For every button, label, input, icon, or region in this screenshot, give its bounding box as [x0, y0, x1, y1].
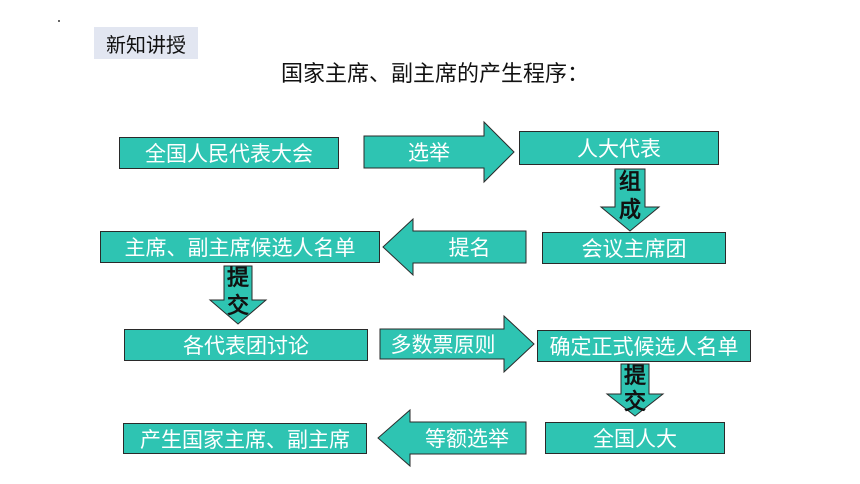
node-presidium: 会议主席团 — [542, 232, 726, 264]
arrow-nominate: 提名 — [382, 217, 527, 277]
page-title: 国家主席、副主席的产生程序： — [280, 62, 589, 87]
section-tag: 新知讲授 — [94, 27, 198, 59]
arrow-submit-b-label-2: 交 — [623, 390, 646, 415]
arrow-form — [599, 168, 661, 232]
arrow-submit-a — [208, 265, 268, 325]
arrow-submit-a-label-2: 交 — [226, 294, 249, 319]
arrow-form-label-1: 组 — [618, 170, 641, 195]
arrow-majority: 多数票原则 — [379, 314, 535, 374]
node-deputies: 人大代表 — [519, 131, 719, 165]
arrow-right-icon — [363, 120, 515, 184]
corner-dot — [58, 20, 60, 22]
arrow-down-icon — [208, 265, 268, 325]
arrow-majority-label: 多数票原则 — [390, 333, 496, 357]
arrow-equal-election-label: 等额选举 — [425, 427, 509, 451]
arrow-down-icon — [605, 363, 665, 417]
arrow-left-icon — [377, 408, 527, 468]
arrow-elect: 选举 — [363, 120, 515, 184]
arrow-submit-a-label-1: 提 — [226, 266, 249, 291]
arrow-submit-b-label-1: 提 — [623, 364, 646, 389]
node-npc-short: 全国人大 — [545, 422, 725, 454]
arrow-equal-election: 等额选举 — [377, 408, 527, 468]
arrow-right-icon — [379, 314, 535, 374]
arrow-down-icon — [599, 168, 661, 232]
arrow-left-icon — [382, 217, 527, 277]
arrow-submit-b — [605, 363, 665, 417]
node-formal-list: 确定正式候选人名单 — [537, 330, 751, 362]
arrow-nominate-label: 提名 — [448, 236, 491, 260]
node-candidate-list: 主席、副主席候选人名单 — [100, 231, 380, 263]
node-npc: 全国人民代表大会 — [119, 137, 339, 169]
arrow-elect-label: 选举 — [408, 141, 450, 165]
node-delegations-discuss: 各代表团讨论 — [124, 329, 368, 361]
arrow-form-label-2: 成 — [618, 198, 641, 223]
node-result: 产生国家主席、副主席 — [123, 423, 367, 454]
